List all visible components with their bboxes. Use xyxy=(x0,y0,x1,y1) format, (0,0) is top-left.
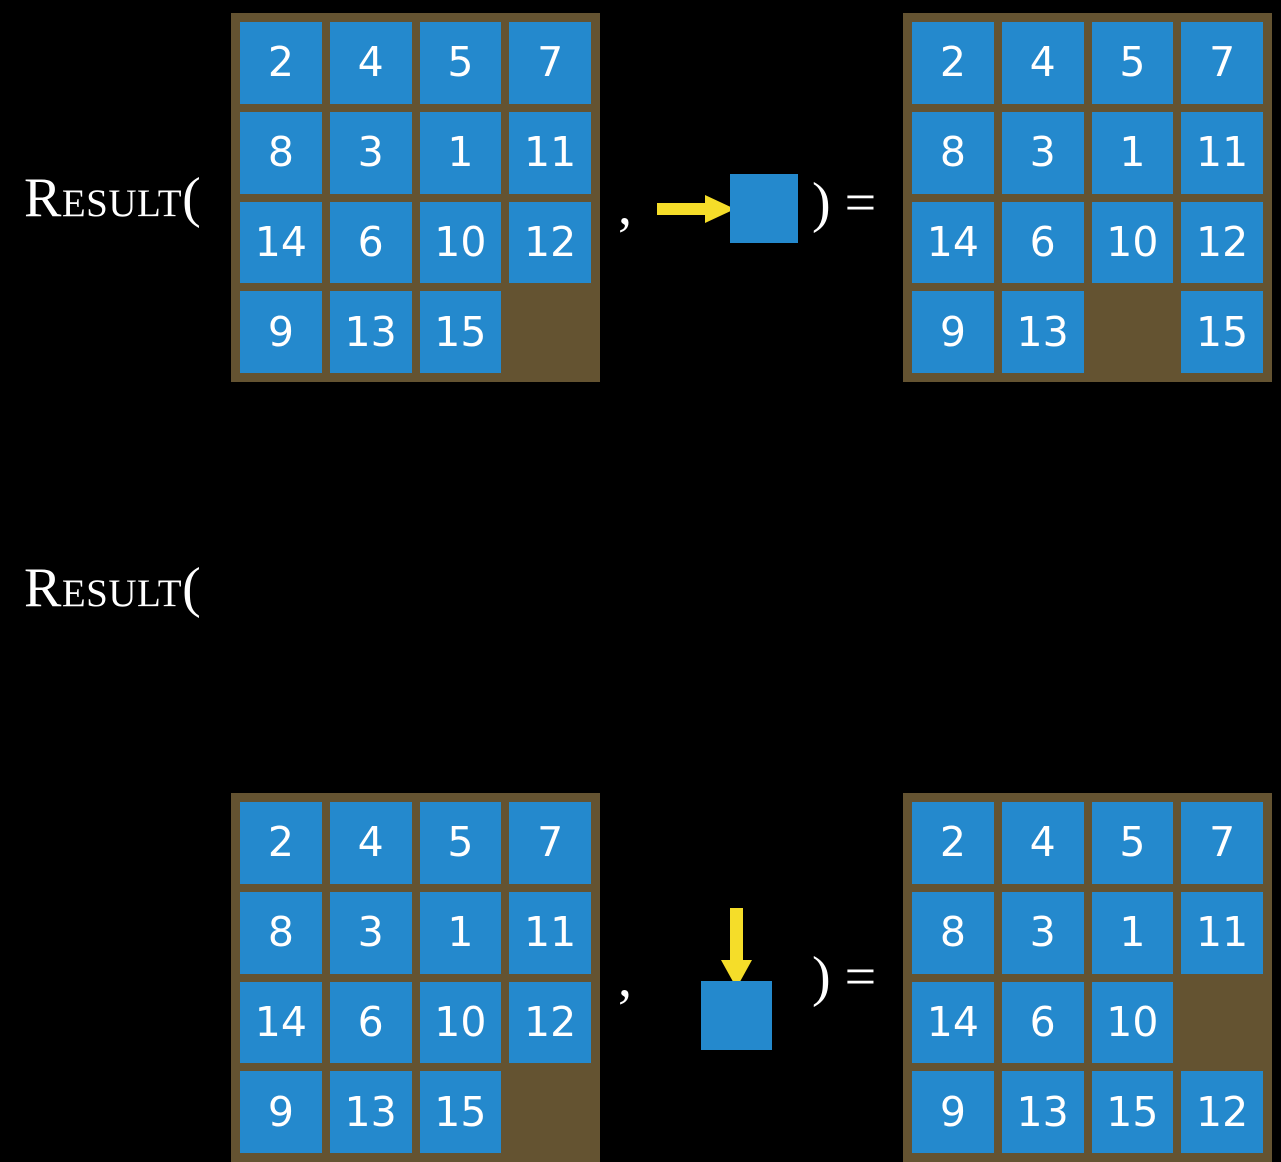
puzzle-tile[interactable]: 11 xyxy=(1181,891,1263,974)
puzzle-tile[interactable]: 7 xyxy=(509,802,591,884)
puzzle-tile[interactable]: 7 xyxy=(1181,802,1263,884)
puzzle-tile[interactable]: 1 xyxy=(1091,111,1174,194)
puzzle-blank-cell xyxy=(509,291,591,373)
move-action-row-2 xyxy=(694,898,786,1058)
puzzle-tile[interactable]: 9 xyxy=(912,1071,994,1153)
puzzle-tile[interactable]: 11 xyxy=(509,891,591,974)
puzzle-tile[interactable]: 8 xyxy=(912,891,994,974)
move-action-row-1 xyxy=(650,166,806,252)
puzzle-blank-cell xyxy=(1092,291,1174,373)
puzzle-tile[interactable]: 15 xyxy=(419,1071,502,1153)
arrow-down-icon xyxy=(721,908,752,988)
closing-equals-row-2: ) = xyxy=(812,946,877,1008)
puzzle-tile[interactable]: 2 xyxy=(912,22,994,104)
puzzle-tile[interactable]: 10 xyxy=(1091,201,1174,284)
puzzle-tile[interactable]: 6 xyxy=(329,201,412,284)
result-function-label-row-1: Result( xyxy=(24,167,202,229)
puzzle-tile[interactable]: 13 xyxy=(1001,291,1084,373)
puzzle-tile[interactable]: 2 xyxy=(240,22,322,104)
argument-separator-row-2: , xyxy=(618,947,632,1009)
puzzle-tile[interactable]: 1 xyxy=(419,891,502,974)
puzzle-tile[interactable]: 10 xyxy=(419,981,502,1064)
puzzle-tile[interactable]: 1 xyxy=(419,111,502,194)
puzzle-tile[interactable]: 4 xyxy=(1001,22,1084,104)
puzzle-tile[interactable]: 10 xyxy=(419,201,502,284)
puzzle-tile[interactable]: 15 xyxy=(1181,291,1263,373)
puzzle-tile[interactable]: 2 xyxy=(240,802,322,884)
puzzle-tile[interactable]: 13 xyxy=(1001,1071,1084,1153)
puzzle-tile[interactable]: 14 xyxy=(912,201,994,284)
puzzle-tile[interactable]: 12 xyxy=(509,201,591,284)
puzzle-tile[interactable]: 6 xyxy=(1001,201,1084,284)
argument-separator-row-1: , xyxy=(618,175,632,237)
puzzle-tile[interactable]: 8 xyxy=(912,111,994,194)
puzzle-tile[interactable]: 2 xyxy=(912,802,994,884)
puzzle-tile[interactable]: 14 xyxy=(240,981,322,1064)
moving-tile-square-row-1 xyxy=(730,174,798,243)
closing-equals-row-1: ) = xyxy=(812,172,877,234)
puzzle-tile[interactable]: 3 xyxy=(329,111,412,194)
puzzle-tile[interactable]: 5 xyxy=(1091,802,1174,884)
result-function-label-row-2: Result( xyxy=(24,557,202,619)
puzzle-tile[interactable]: 9 xyxy=(240,1071,322,1153)
puzzle-tile[interactable]: 5 xyxy=(419,802,502,884)
puzzle-blank-cell xyxy=(1181,982,1263,1064)
puzzle-tile[interactable]: 11 xyxy=(1181,111,1263,194)
puzzle-tile[interactable]: 14 xyxy=(240,201,322,284)
arrow-right-icon xyxy=(657,195,735,223)
puzzle-tile[interactable]: 12 xyxy=(1181,201,1263,284)
puzzle-tile[interactable]: 7 xyxy=(1181,22,1263,104)
puzzle-tile[interactable]: 3 xyxy=(1001,891,1084,974)
puzzle-tile[interactable]: 9 xyxy=(912,291,994,373)
puzzle-tile[interactable]: 15 xyxy=(1091,1071,1174,1153)
puzzle-tile[interactable]: 10 xyxy=(1091,981,1174,1064)
puzzle-tile[interactable]: 5 xyxy=(419,22,502,104)
puzzle-tile[interactable]: 11 xyxy=(509,111,591,194)
puzzle-tile[interactable]: 14 xyxy=(912,981,994,1064)
puzzle-tile[interactable]: 3 xyxy=(329,891,412,974)
puzzle-tile[interactable]: 1 xyxy=(1091,891,1174,974)
puzzle-tile[interactable]: 9 xyxy=(240,291,322,373)
puzzle-tile[interactable]: 13 xyxy=(329,291,412,373)
puzzle-tile[interactable]: 7 xyxy=(509,22,591,104)
puzzle-blank-cell xyxy=(509,1071,591,1153)
puzzle-tile[interactable]: 12 xyxy=(509,981,591,1064)
puzzle-tile[interactable]: 8 xyxy=(240,111,322,194)
puzzle-tile[interactable]: 4 xyxy=(329,22,412,104)
puzzle-tile[interactable]: 8 xyxy=(240,891,322,974)
puzzle-tile[interactable]: 3 xyxy=(1001,111,1084,194)
moving-tile-square-row-2 xyxy=(701,981,772,1050)
puzzle-tile[interactable]: 13 xyxy=(329,1071,412,1153)
puzzle-tile[interactable]: 5 xyxy=(1091,22,1174,104)
puzzle-tile[interactable]: 4 xyxy=(329,802,412,884)
puzzle-tile[interactable]: 6 xyxy=(329,981,412,1064)
puzzle-tile[interactable]: 6 xyxy=(1001,981,1084,1064)
puzzle-tile[interactable]: 15 xyxy=(419,291,502,373)
puzzle-tile[interactable]: 12 xyxy=(1181,1071,1263,1153)
puzzle-tile[interactable]: 4 xyxy=(1001,802,1084,884)
